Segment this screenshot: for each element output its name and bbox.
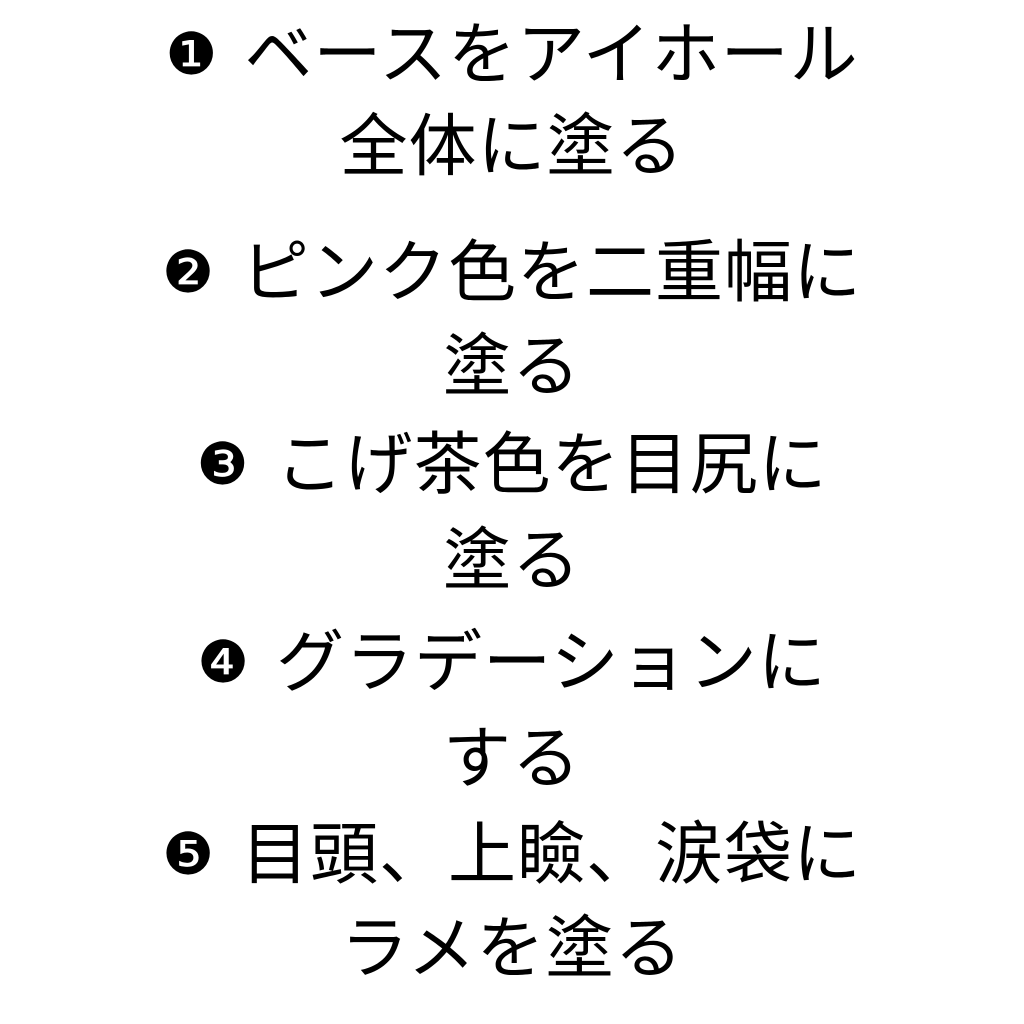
step-4-line-2: する	[442, 720, 581, 799]
step-1-text-1: ベースをアイホール	[244, 16, 859, 95]
step-5-line-1: ❺ 目頭、上瞼、涙袋に	[0, 814, 1024, 895]
step-5-line-2: ラメを塗る	[340, 910, 684, 989]
step-4-line-1: ❹ グラデーションに	[0, 622, 1024, 703]
step-3-line-1: ❸ こげ茶色を目尻に	[0, 424, 1024, 505]
step-1-number-icon: ❶	[165, 20, 219, 88]
step-2-number-icon: ❷	[161, 238, 215, 306]
step-5-number-icon: ❺	[161, 820, 215, 888]
step-5-text-1: 目頭、上瞼、涙袋に	[240, 816, 862, 895]
step-1-line-2: 全体に塗る	[339, 108, 685, 187]
step-4-text-1: グラデーションに	[276, 624, 827, 703]
step-3-text-1: こげ茶色を目尻に	[275, 426, 828, 505]
step-1-line-1: ❶ ベースをアイホール	[0, 14, 1024, 95]
step-4-number-icon: ❹	[197, 628, 251, 696]
step-3-number-icon: ❸	[196, 430, 250, 498]
step-2-line-1: ❷ ピンク色を二重幅に	[0, 232, 1024, 313]
step-3-line-2: 塗る	[442, 522, 581, 601]
step-2-text-1: ピンク色を二重幅に	[240, 234, 862, 313]
step-2-line-2: 塗る	[442, 328, 581, 407]
